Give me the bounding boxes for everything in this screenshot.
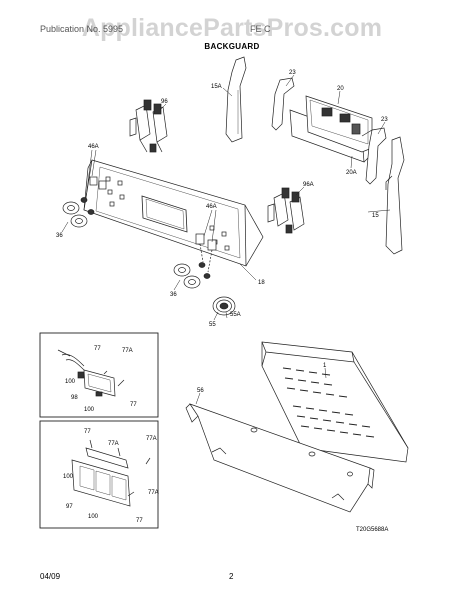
header-publication: Publication No. 5995 — [40, 24, 124, 34]
callout-20: 20 — [337, 86, 344, 92]
callout-15A: 15A — [211, 84, 222, 90]
callout-36-left: 36 — [56, 233, 63, 239]
rear-cover — [261, 341, 409, 463]
switch-bracket-upper — [129, 99, 168, 153]
inset-frame-2 — [39, 420, 159, 529]
callout-1: 1 — [323, 363, 327, 369]
callout-labels: 15A 23 20 23 20A 96 96A 15 46A 46A 36 36… — [56, 70, 388, 533]
inset2-callout-77-top: 77 — [84, 429, 91, 435]
backguard-panel — [83, 159, 264, 267]
watermark: AppliancePartsPros.com — [81, 14, 383, 42]
page-header: Publication No. 5995 FE C — [40, 24, 430, 38]
knob-group-right — [173, 233, 217, 289]
control-board — [289, 95, 373, 163]
section-title: BACKGUARD — [204, 42, 260, 51]
inset1-callout-98: 98 — [71, 395, 78, 401]
callout-55A: 55A — [230, 312, 241, 318]
inset1-callout-77-top: 77 — [94, 346, 101, 352]
diagram-code: T20G5688A — [356, 527, 388, 533]
inset2-callout-97: 97 — [66, 504, 73, 510]
callout-56: 56 — [197, 388, 204, 394]
bracket-lower — [365, 127, 387, 185]
footer-page-number: 2 — [229, 572, 234, 581]
inset2-callout-100-left: 100 — [63, 474, 74, 480]
callout-46A-right: 46A — [206, 204, 217, 210]
callout-55: 55 — [209, 322, 216, 328]
bottom-bracket — [185, 403, 375, 513]
inset2-callout-77A-right: 77A — [146, 436, 157, 442]
header-model: FE C — [250, 24, 271, 34]
callout-15: 15 — [372, 213, 379, 219]
rear-cover-vents — [282, 367, 375, 438]
inset2-callout-77A-lower: 77A — [148, 490, 159, 496]
inset1-callout-77-bottom: 77 — [130, 402, 137, 408]
callout-96A: 96A — [303, 182, 314, 188]
callout-23-upper: 23 — [289, 70, 296, 76]
switch-bracket-lower — [267, 187, 305, 234]
callout-18: 18 — [258, 280, 265, 286]
inset1-callout-100-bottom: 100 — [84, 407, 95, 413]
end-cap-right — [385, 136, 405, 255]
inset1-callout-77A: 77A — [122, 348, 133, 354]
callout-96: 96 — [161, 99, 168, 105]
inset2-callout-100-bottom: 100 — [88, 514, 99, 520]
seal-ring — [212, 296, 236, 316]
inset2-callout-77A-middle: 77A — [108, 441, 119, 447]
knob-group-left — [62, 176, 107, 228]
callout-20A: 20A — [346, 170, 357, 176]
callout-23-lower: 23 — [381, 117, 388, 123]
callout-36-right: 36 — [170, 292, 177, 298]
callout-46A-left: 46A — [88, 144, 99, 150]
end-cap-left — [225, 56, 247, 143]
footer-date: 04/09 — [40, 572, 61, 581]
leader-lines — [61, 74, 391, 405]
inset2-callout-77-bottom: 77 — [136, 518, 143, 524]
inset1-callout-100-left: 100 — [65, 379, 76, 385]
bracket-upper — [271, 77, 295, 131]
inset-frame-1 — [39, 332, 159, 418]
